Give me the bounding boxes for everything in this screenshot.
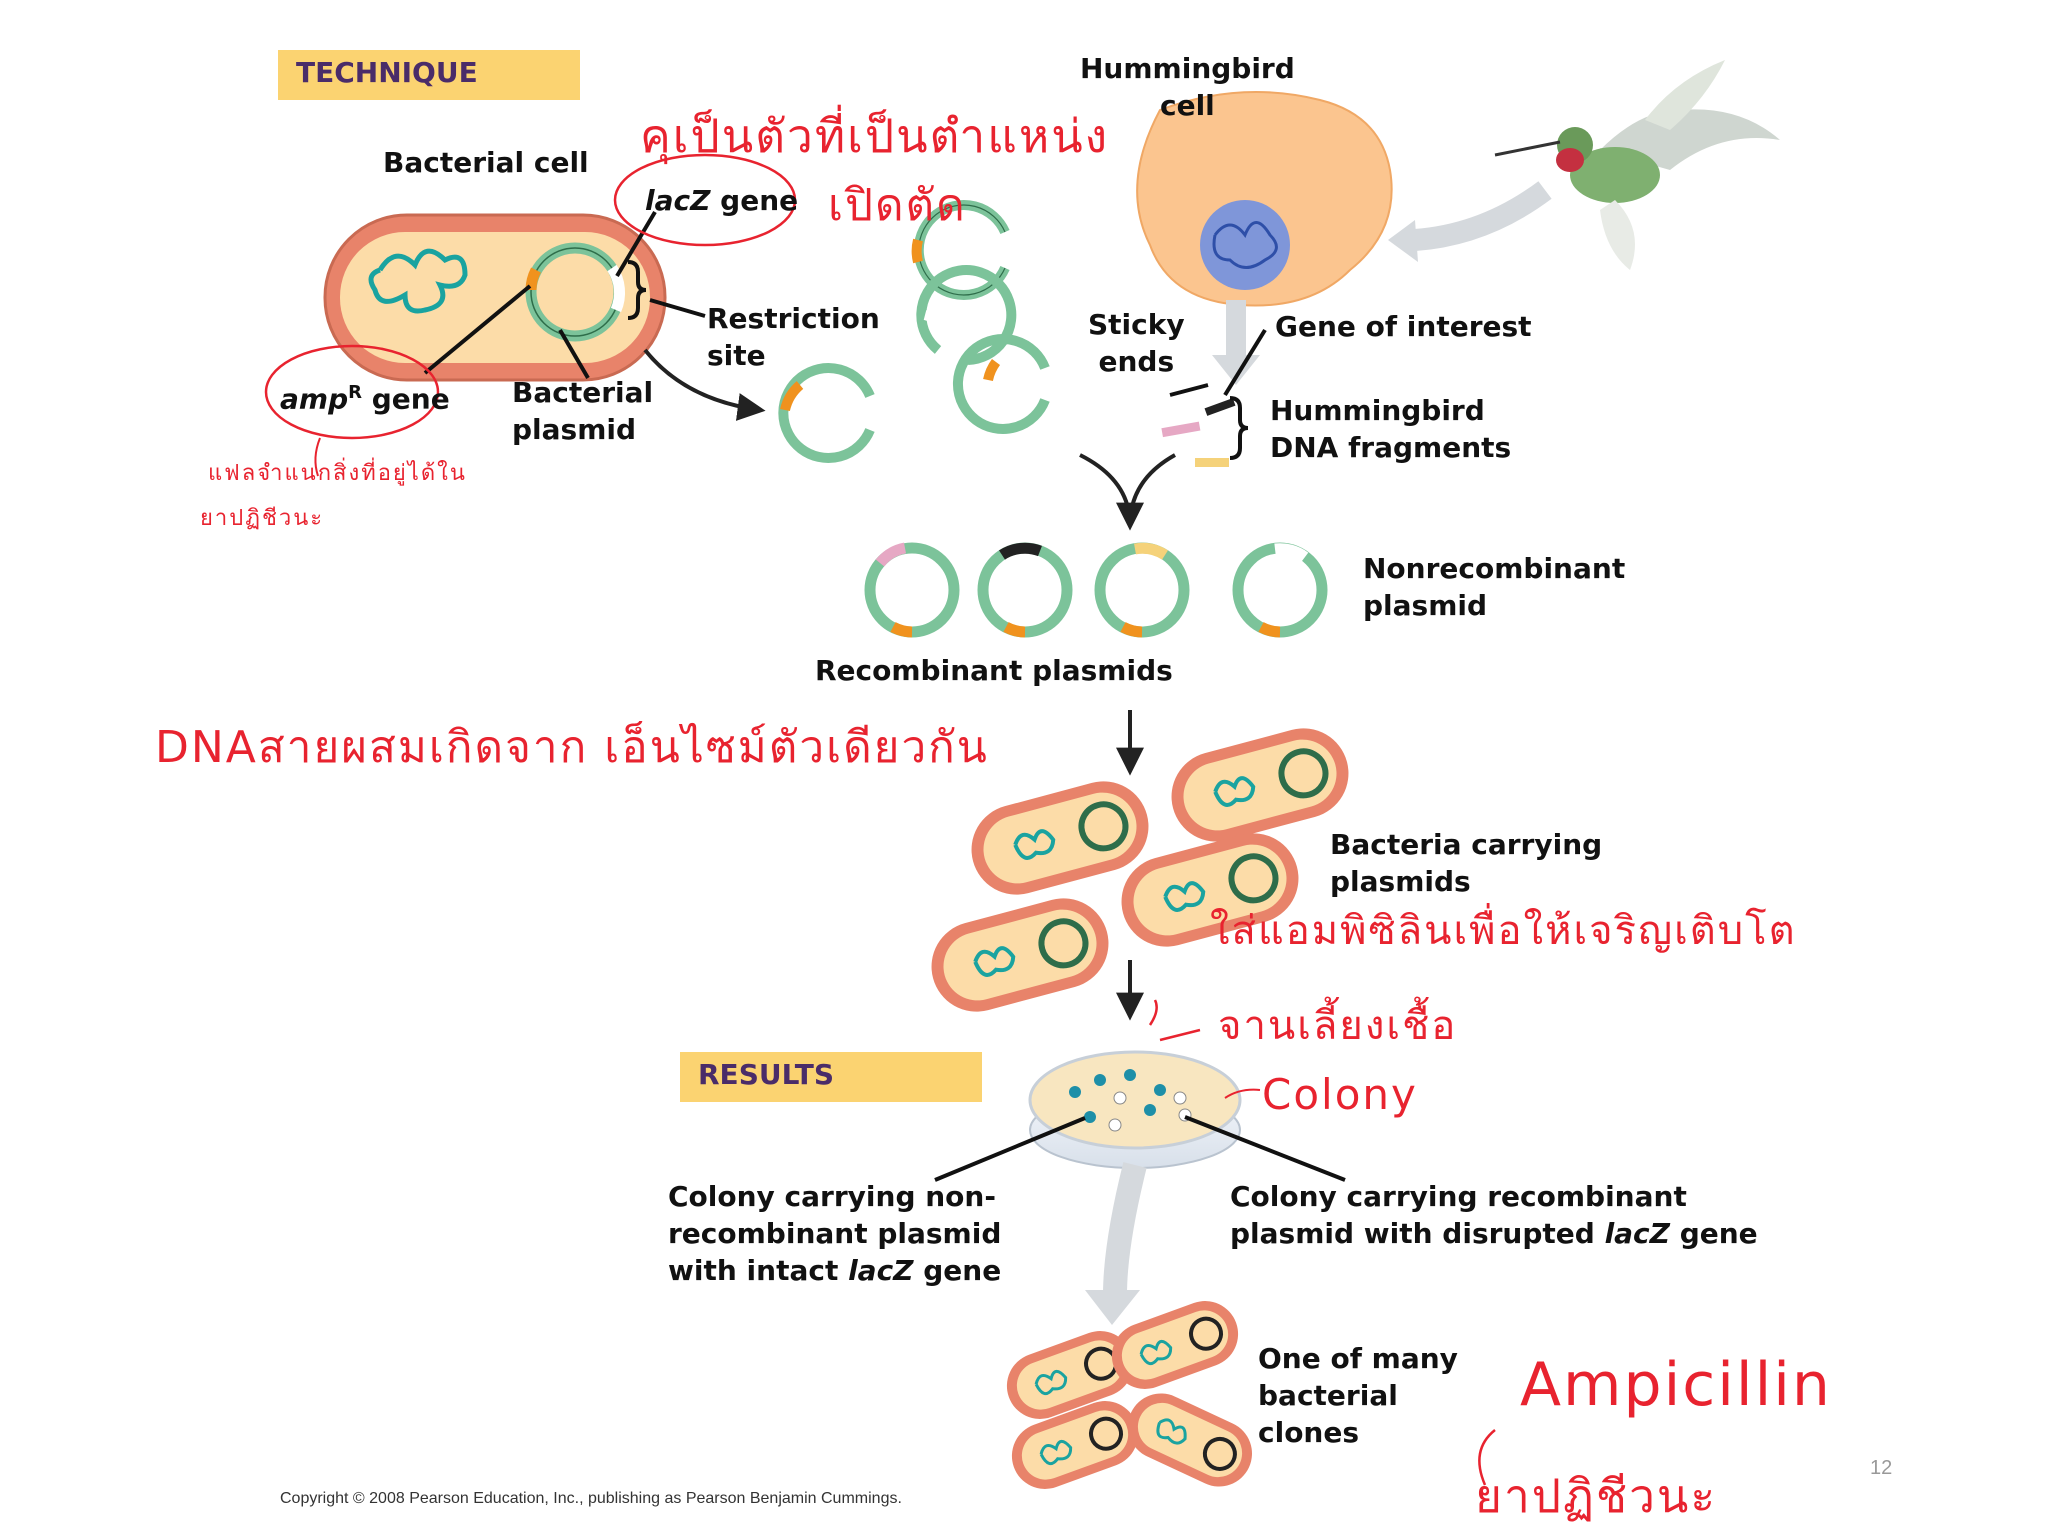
note-colony: Colony <box>1262 1070 1418 1119</box>
lacz-italic: lacZ <box>645 184 711 217</box>
note-dish: จานเลี้ยงเชื้อ <box>1218 1003 1458 1049</box>
merge-right <box>1116 453 1176 531</box>
label-clones: One of many bacterial clones <box>1258 1342 1458 1449</box>
note-restriction-2: เปิดตัด <box>828 180 967 231</box>
label-ampr-gene: ampR gene <box>280 374 450 417</box>
note-antibiotic-1: Ampicillin <box>1520 1350 1832 1420</box>
dna-fragment-yellow <box>1195 458 1229 467</box>
leader-plasmid <box>558 328 590 380</box>
note-ampicillin: ใส่แอมพิซิลินเพื่อให้เจริญเติบโต <box>1210 908 1797 954</box>
label-nonrecombinant: Nonrecombinant plasmid <box>1363 552 1626 622</box>
nucleus <box>1200 200 1290 290</box>
label-sticky-ends: Sticky ends <box>1088 308 1185 378</box>
note-ampr-2: ยาปฏิชีวนะ <box>200 506 325 531</box>
annotation-colony-line <box>1224 1088 1261 1099</box>
leader-rec-colony <box>1184 1115 1346 1182</box>
label-gene-of-interest: Gene of interest <box>1275 310 1532 343</box>
leader-gene-of-interest <box>1223 328 1267 397</box>
colony-rec-text: Colony carrying recombinant plasmid with… <box>1230 1180 1687 1250</box>
label-colony-nonrecombinant: Colony carrying non- recombinant plasmid… <box>668 1178 1001 1289</box>
arrow-cut <box>643 348 766 421</box>
gene-fragment <box>1204 398 1236 416</box>
lacz-segment <box>607 264 626 313</box>
label-bacterial-plasmid: Bacterial plasmid <box>512 376 654 446</box>
ampr-word: gene <box>362 382 450 416</box>
results-banner: RESULTS <box>680 1052 982 1102</box>
leader-ampr <box>423 284 532 375</box>
dna-fragment-pink <box>1161 421 1201 438</box>
colony-rec-word: gene <box>1669 1217 1758 1250</box>
arrow-to-clones <box>1103 1162 1147 1296</box>
ampr-superscript: R <box>348 382 362 403</box>
leader-lacz <box>615 210 657 278</box>
note-antibiotic-2: ยาปฏิชีวนะ <box>1475 1469 1718 1523</box>
label-colony-recombinant: Colony carrying recombinant plasmid with… <box>1230 1178 1758 1252</box>
label-hummingbird-dna: Hummingbird DNA fragments <box>1270 394 1512 464</box>
bacterial-clones <box>1006 1301 1253 1489</box>
colony-nonrec-text: Colony carrying non- recombinant plasmid… <box>668 1180 1002 1287</box>
bacteria-group <box>931 728 1349 1012</box>
annotation-arrow-dish <box>1148 999 1201 1042</box>
note-restriction-1: คุเป็นตัวที่เป็นตำแหน่ง <box>640 109 1110 163</box>
bacterial-chromosome <box>368 248 468 314</box>
copyright-text: Copyright © 2008 Pearson Education, Inc.… <box>280 1490 902 1507</box>
annotation-circle-lacz <box>613 153 797 247</box>
nonrecombinant-plasmid <box>1232 542 1328 638</box>
bacterial-cell <box>323 213 667 382</box>
hummingbird-illustration <box>1494 60 1780 270</box>
arrow-nucleus-down <box>1226 300 1246 360</box>
label-hummingbird-cell: Hummingbird cell <box>1080 52 1295 122</box>
label-bacteria-carrying: Bacteria carrying plasmids <box>1330 828 1603 898</box>
leader-sticky <box>1169 383 1209 397</box>
technique-banner: TECHNIQUE <box>278 50 580 100</box>
cut-plasmids <box>778 200 1050 463</box>
page-number: 12 <box>1870 1457 1893 1479</box>
fragments-brace <box>1229 396 1249 460</box>
merge-left <box>1079 453 1132 526</box>
petri-dish <box>1028 1050 1242 1169</box>
note-dna: DNAสายผสมเกิดจาก เอ็นไซม์ตัวเดียวกัน <box>155 722 989 773</box>
annotation-circle-ampr <box>264 344 440 440</box>
arrow-bird-to-cell <box>1414 181 1552 251</box>
annotation-arrow-ampicillin <box>1478 1429 1496 1486</box>
colony-rec-italic: lacZ <box>1604 1217 1670 1250</box>
annotation-arrow-ampr <box>314 437 321 477</box>
label-bacterial-cell: Bacterial cell <box>383 146 589 179</box>
label-recombinant: Recombinant plasmids <box>815 654 1173 687</box>
label-lacz-gene: lacZ gene <box>645 182 798 219</box>
leader-restriction <box>649 298 706 318</box>
restriction-brace <box>627 260 647 320</box>
label-restriction-site: Restriction site <box>707 302 880 372</box>
lacz-word: gene <box>710 184 799 217</box>
colony-nonrec-word: gene <box>913 1254 1002 1287</box>
hummingbird-cell <box>1136 91 1393 307</box>
leader-nonrec-colony <box>934 1116 1086 1182</box>
recombinant-plasmids <box>864 542 1190 638</box>
ampr-italic: amp <box>280 382 349 416</box>
colony-nonrec-italic: lacZ <box>848 1254 914 1287</box>
ampr-segment <box>525 267 542 291</box>
note-ampr-1: แฟลจำแนกสิ่งที่อยู่ได้ใน <box>208 461 467 486</box>
